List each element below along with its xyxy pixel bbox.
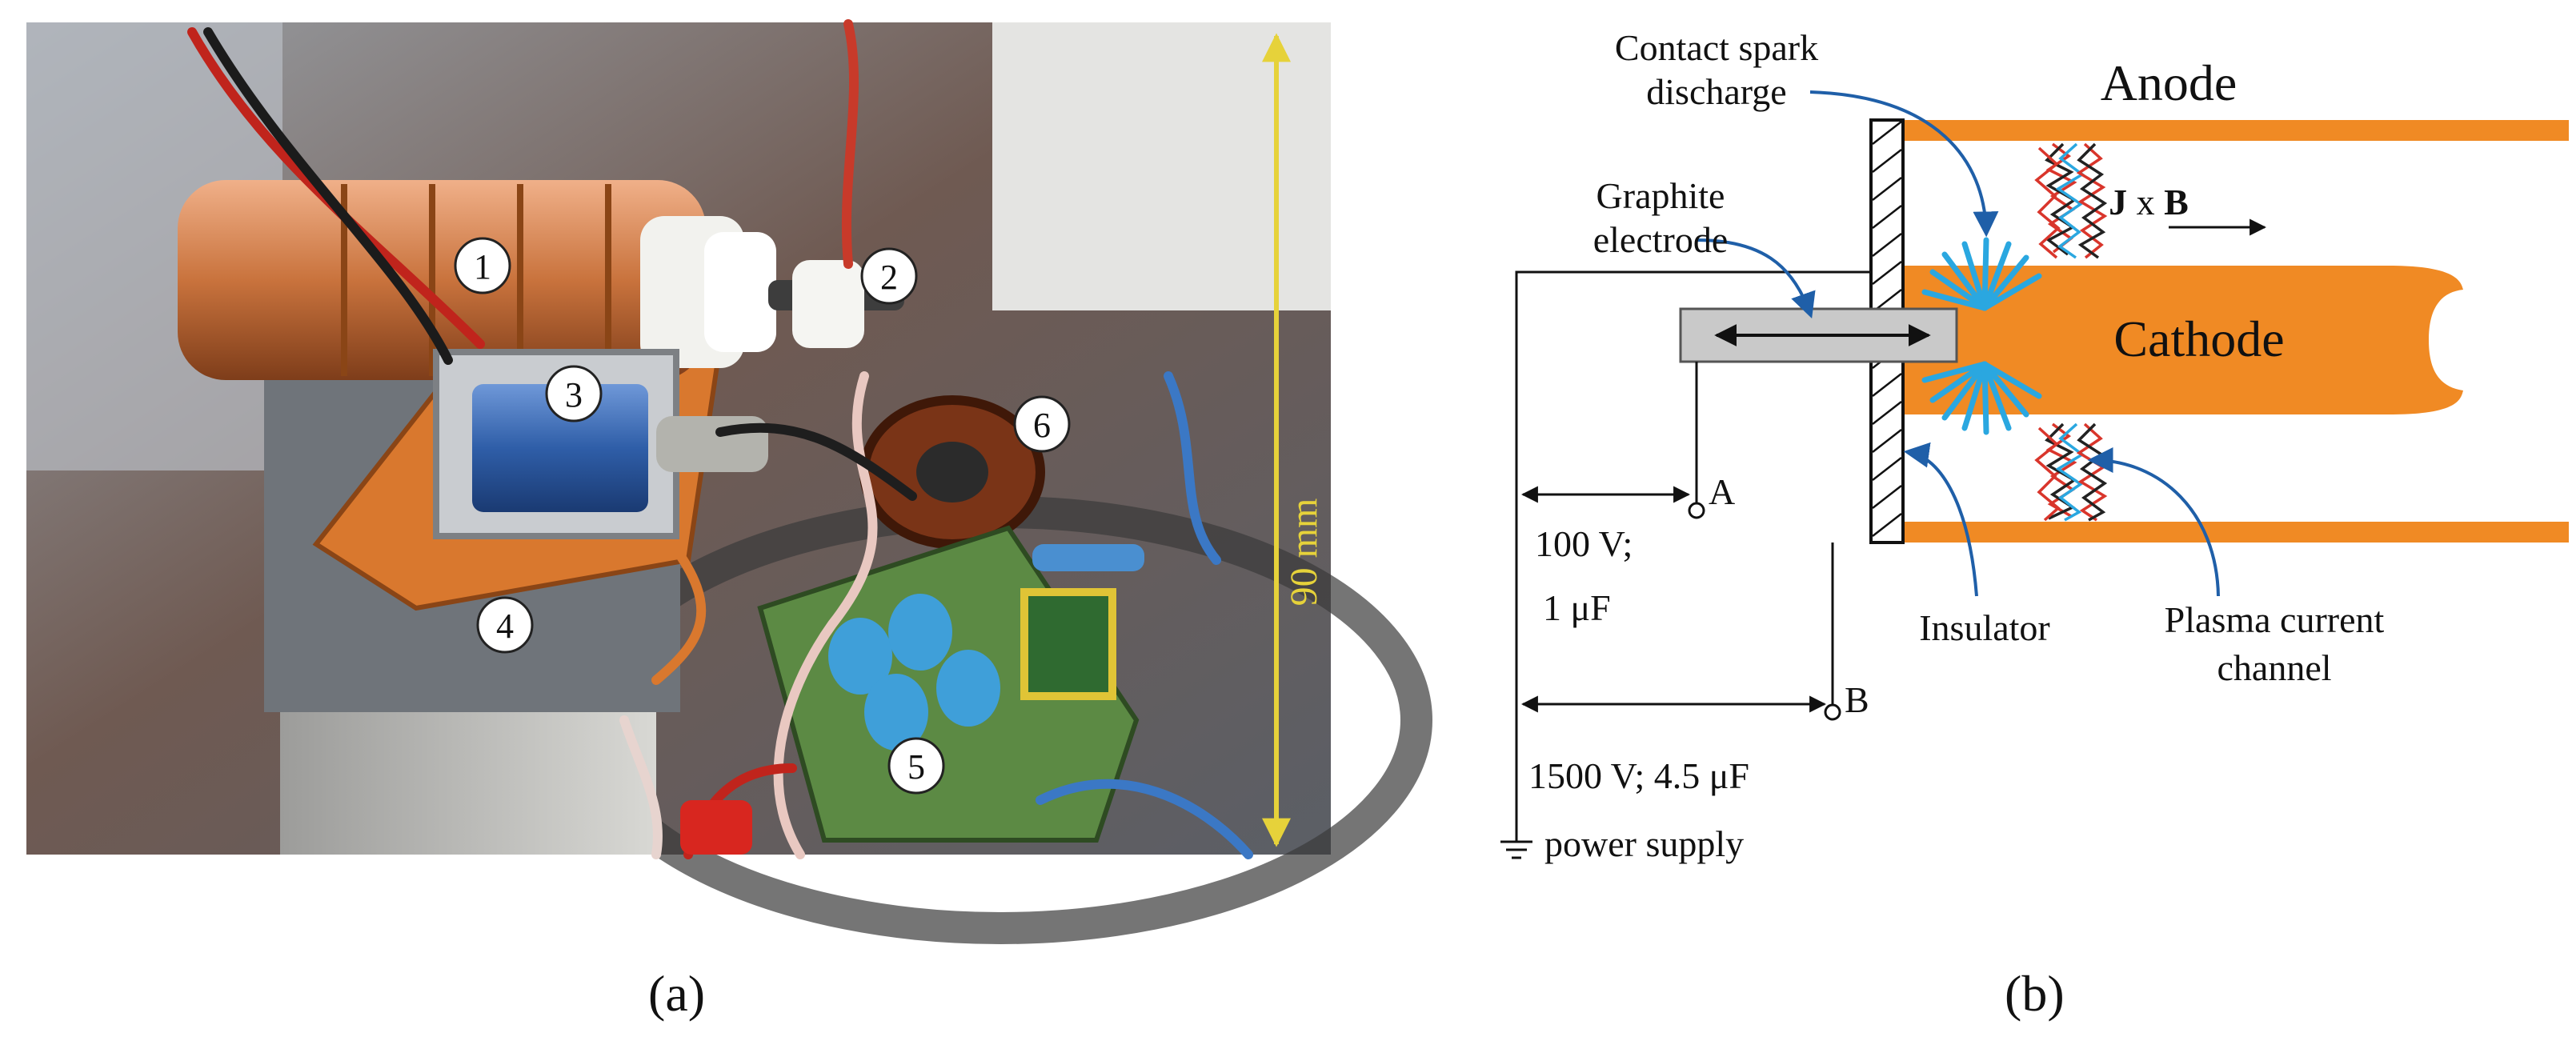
- marker-5: 5: [887, 737, 945, 795]
- panel-a-photo: 1 2 3 4 5 6 90 mm: [26, 19, 1432, 944]
- anode-ground-wire: [1515, 270, 1871, 842]
- terminal-b: [1824, 703, 1841, 721]
- white-insulator-3: [792, 260, 864, 348]
- copper-cylinder: [178, 180, 706, 380]
- solenoid-coil: [472, 384, 648, 512]
- marker-6: 6: [1013, 395, 1071, 453]
- toroid-hole: [916, 442, 988, 502]
- marker-4: 4: [476, 596, 534, 654]
- background-panel-right: [992, 22, 1331, 310]
- label-jxb: J x B: [2109, 182, 2189, 222]
- capacitors: [828, 594, 1000, 751]
- label-graphite-2: electrode: [1593, 219, 1729, 260]
- wires: [187, 19, 1253, 859]
- transformer: [1020, 588, 1116, 700]
- label-power-supply: power supply: [1544, 823, 1744, 864]
- anode-bottom-plate: [1897, 522, 2569, 543]
- label-graphite-1: Graphite: [1596, 175, 1725, 216]
- plasma-channel-upper: [2034, 142, 2108, 259]
- ground-symbol: [1500, 840, 1532, 859]
- label-100v: 100 V;: [1535, 523, 1633, 564]
- spark-upper: [1921, 237, 2042, 311]
- graphite-pointer: [1696, 238, 1816, 319]
- anode-top-plate: [1897, 120, 2569, 141]
- svg-text:5: 5: [907, 747, 925, 787]
- svg-text:1: 1: [474, 247, 491, 286]
- label-plasma-1: Plasma current: [2165, 599, 2385, 640]
- red-clip: [680, 800, 752, 855]
- resistor: [1032, 544, 1144, 571]
- plasma-pointer: [2087, 447, 2220, 597]
- spark-pointer: [1809, 90, 1999, 238]
- svg-text:6: 6: [1033, 406, 1051, 445]
- circuit-wires: [1515, 270, 1871, 842]
- label-contact-spark-2: discharge: [1646, 71, 1786, 112]
- label-insulator: Insulator: [1919, 607, 2050, 648]
- label-anode: Anode: [2101, 54, 2237, 111]
- label-1500v: 1500 V; 4.5 μF: [1528, 755, 1749, 796]
- marker-2: 2: [860, 247, 918, 305]
- svg-text:2: 2: [880, 258, 898, 297]
- spark-lower: [1921, 361, 2042, 435]
- caption-a: (a): [648, 965, 706, 1022]
- label-cathode: Cathode: [2113, 310, 2284, 367]
- marker-3: 3: [545, 365, 603, 422]
- label-contact-spark-1: Contact spark: [1615, 27, 1818, 68]
- svg-text:3: 3: [565, 375, 583, 414]
- pointer-arrows: [1696, 90, 2220, 597]
- terminal-a: [1688, 502, 1705, 519]
- scale-label: 90 mm: [1283, 498, 1325, 607]
- label-1uf: 1 μF: [1543, 587, 1611, 628]
- insulator-pointer: [1903, 442, 1978, 597]
- white-insulator-2: [704, 232, 776, 352]
- svg-text:4: 4: [496, 607, 514, 646]
- plasma-channel-lower: [2034, 422, 2108, 522]
- marker-1: 1: [454, 237, 511, 294]
- label-plasma-2: channel: [2217, 647, 2331, 688]
- label-point-b: B: [1845, 679, 1869, 720]
- panel-b-schematic: Contact spark discharge Anode J x B Grap…: [1500, 27, 2569, 864]
- label-point-a: A: [1709, 471, 1735, 512]
- caption-b: (b): [2005, 965, 2065, 1022]
- cathode-body: [1897, 266, 2463, 414]
